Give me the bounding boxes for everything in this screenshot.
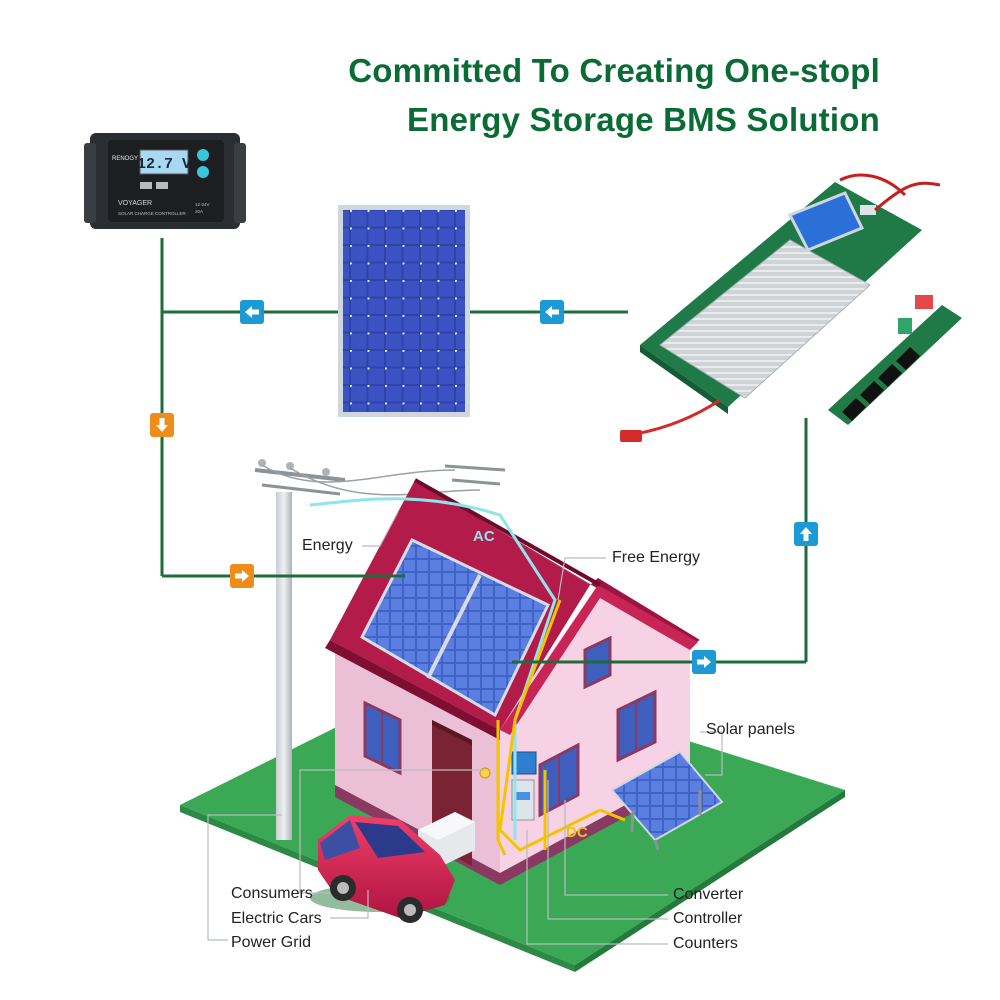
solar-panel-module (338, 205, 470, 417)
arrow-right-icon (230, 564, 254, 588)
label-consumers: Consumers (231, 885, 313, 902)
controller-display-readout: 12.7 V (137, 156, 191, 173)
arrow-left-icon (240, 300, 264, 324)
charge-controller-device (84, 133, 246, 229)
electric-car (310, 815, 455, 923)
arrow-down-icon (150, 413, 174, 437)
utility-pole (254, 459, 506, 840)
callout-lines (207, 511, 723, 945)
house-wiring (309, 497, 626, 856)
page-title-line2: Energy Storage BMS Solution (407, 101, 880, 138)
label-energy: Energy (302, 537, 353, 554)
arrow-right-icon (692, 650, 716, 674)
label-solar-panels: Solar panels (706, 721, 795, 738)
label-free-energy: Free Energy (612, 549, 701, 566)
arrow-up-icon (794, 522, 818, 546)
label-converter: Converter (673, 886, 744, 903)
label-power-grid: Power Grid (231, 934, 312, 951)
controller-model: VOYAGER (118, 200, 152, 207)
controller-rating-current: 20A (195, 209, 203, 214)
dc-tag: DC (566, 824, 588, 841)
controller-subtitle: SOLAR CHARGE CONTROLLER (118, 211, 187, 216)
controller-rating-voltage: 12-24V (195, 202, 210, 207)
house (325, 478, 700, 885)
ac-tag: AC (473, 528, 495, 545)
label-controller: Controller (673, 910, 743, 927)
bms-circuit-board (620, 173, 962, 442)
label-counters: Counters (673, 935, 738, 952)
page-title-line1: Committed To Creating One-stopl (348, 52, 880, 89)
controller-brand: RENOGY (112, 156, 138, 162)
ground-solar-panel (610, 750, 724, 851)
arrow-left-icon (540, 300, 564, 324)
label-electric-cars: Electric Cars (231, 910, 322, 927)
